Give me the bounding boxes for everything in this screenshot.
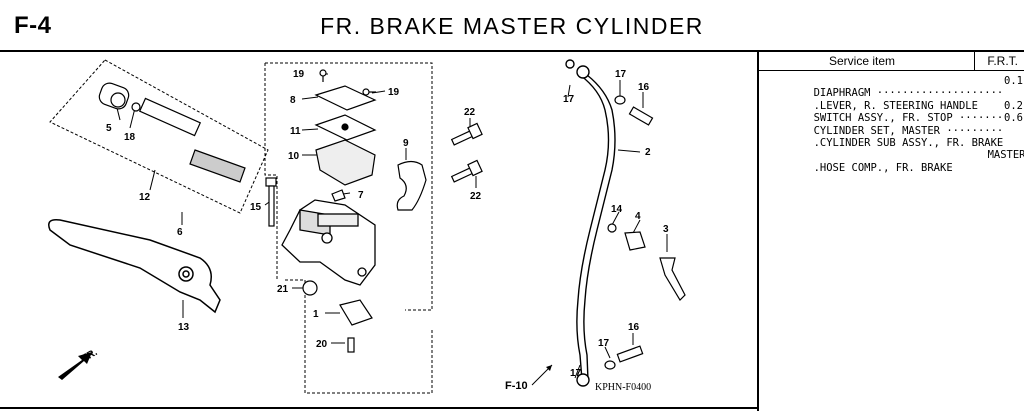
hose-fittings — [604, 95, 686, 370]
table-row: CYLINDER SET, MASTER ········· 0.6 — [763, 112, 1024, 136]
service-item-panel: Service item F.R.T. DIAPHRAGM ··········… — [757, 50, 1024, 411]
callout-21: 21 — [277, 284, 289, 295]
row-item: .HOSE COMP., FR. BRAKE — [813, 161, 953, 174]
callout-15: 15 — [250, 202, 262, 213]
row-item: CYLINDER SET, MASTER ········· — [813, 124, 1004, 137]
callout-17a: 17 — [563, 94, 575, 105]
table-row: MASTER — [763, 137, 1024, 161]
section-code: F-4 — [14, 12, 52, 39]
callout-1: 1 — [313, 309, 319, 320]
table-row: DIAPHRAGM ···················· 0.1 — [763, 75, 1024, 99]
table-row: .LEVER, R. STEERING HANDLE — [763, 87, 1024, 112]
row-item: MASTER — [987, 149, 1024, 162]
callout-22a: 22 — [464, 107, 476, 118]
callout-17b: 17 — [615, 69, 627, 80]
callout-11: 11 — [290, 126, 301, 137]
callout-9: 9 — [403, 138, 409, 149]
table-row: .HOSE COMP., FR. BRAKE — [763, 149, 1024, 174]
service-table-header: Service item F.R.T. — [759, 50, 1024, 71]
callout-2: 2 — [645, 147, 651, 158]
mounting-bolts — [450, 122, 483, 183]
group-bracket-lines — [49, 59, 433, 394]
bottom-rule — [0, 407, 757, 409]
callout-13: 13 — [178, 322, 190, 333]
row-frt: 0.1 — [1004, 75, 1023, 87]
callout-3: 3 — [663, 224, 669, 235]
table-row: SWITCH ASSY., FR. STOP ······· 0.2 — [763, 99, 1024, 124]
row-item: .CYLINDER SUB ASSY., FR. BRAKE — [813, 136, 1004, 149]
exploded-parts-diagram: FR. 19 19 8 11 10 9 22 22 7 15 5 18 12 6… — [48, 59, 686, 394]
callout-7: 7 — [358, 190, 364, 201]
direction-arrow: FR. — [58, 347, 100, 380]
col-service-item: Service item — [829, 54, 896, 68]
brake-hose — [565, 59, 616, 387]
callout-22b: 22 — [470, 191, 482, 202]
title-bar: F-4 FR. BRAKE MASTER CYLINDER — [0, 0, 1024, 52]
brake-lever — [48, 218, 221, 314]
holder-bracket — [396, 160, 427, 211]
callout-5: 5 — [106, 123, 112, 134]
callout-16b: 16 — [628, 322, 640, 333]
callout-8: 8 — [290, 95, 296, 106]
row-item: .LEVER, R. STEERING HANDLE — [813, 99, 978, 112]
master-cylinder-body — [281, 199, 376, 286]
row-frt: 0.2 — [1004, 99, 1023, 112]
row-frt: 0.6 — [1004, 112, 1023, 125]
pivot-bolt — [265, 177, 277, 227]
callout-18: 18 — [124, 132, 136, 143]
callout-19a: 19 — [293, 69, 305, 80]
reservoir-cap-parts — [314, 69, 377, 202]
callout-20: 20 — [316, 339, 328, 350]
callout-10: 10 — [288, 151, 300, 162]
header-divider — [974, 50, 975, 70]
ref-pointer: F-10 — [505, 364, 553, 392]
col-frt: F.R.T. — [987, 54, 1018, 68]
direction-label: FR. — [80, 347, 100, 365]
callout-labels: 19 19 8 11 10 9 22 22 7 15 5 18 12 6 21 … — [106, 69, 669, 379]
table-row: .CYLINDER SUB ASSY., FR. BRAKE — [763, 125, 1024, 149]
callout-4: 4 — [635, 211, 641, 222]
piston-kit — [98, 82, 246, 183]
page-title: FR. BRAKE MASTER CYLINDER — [320, 13, 704, 39]
service-table-rows: DIAPHRAGM ···················· 0.1 .LEVE… — [763, 75, 1024, 174]
diagram-code: KPHN-F0400 — [595, 382, 651, 393]
callout-16a: 16 — [638, 82, 650, 93]
callout-14: 14 — [611, 204, 623, 215]
row-item: SWITCH ASSY., FR. STOP ······· — [813, 112, 1004, 125]
callout-6: 6 — [177, 227, 183, 238]
row-item: DIAPHRAGM ···················· — [813, 87, 1004, 100]
callout-19b: 19 — [388, 87, 400, 98]
callout-12: 12 — [139, 192, 151, 203]
callout-17d: 17 — [570, 368, 582, 379]
stop-switch — [302, 280, 373, 353]
callout-17c: 17 — [598, 338, 610, 349]
ref-label-f10: F-10 — [505, 380, 528, 392]
